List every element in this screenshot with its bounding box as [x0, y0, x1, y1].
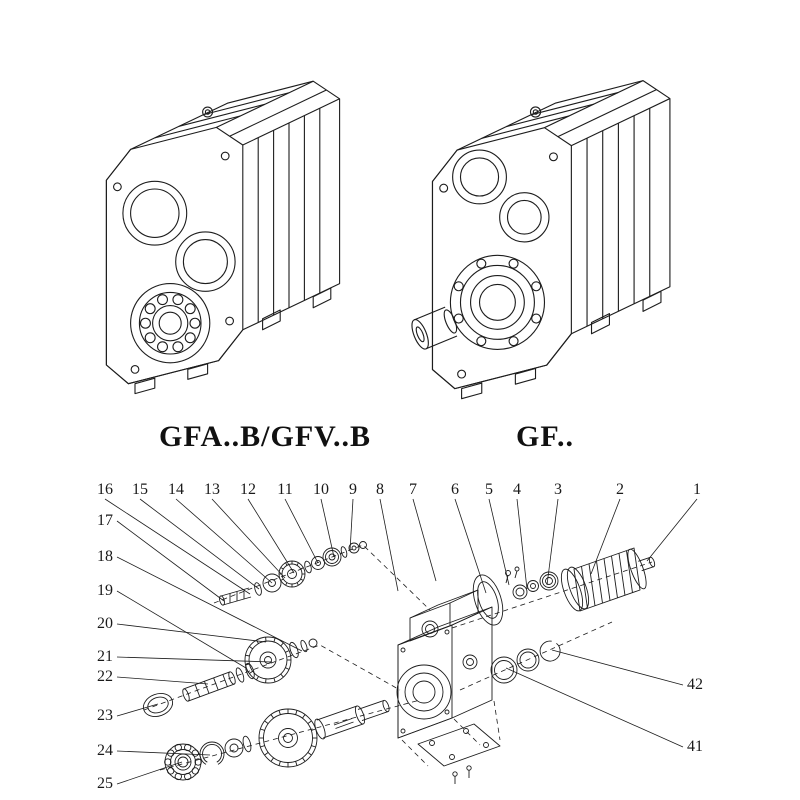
part-number-8: 8	[376, 481, 384, 498]
leader-line-17	[116, 520, 225, 602]
leader-line-3	[546, 498, 559, 586]
leader-line-12	[247, 498, 295, 574]
output-shaft-parts	[164, 699, 390, 781]
part-number-13: 13	[204, 481, 220, 498]
leader-line-25	[116, 761, 183, 785]
part-number-4: 4	[513, 481, 521, 498]
part-number-14: 14	[168, 481, 184, 498]
part-number-20: 20	[97, 615, 113, 632]
part-number-25: 25	[97, 775, 113, 792]
part-number-7: 7	[409, 481, 417, 498]
leader-line-21	[116, 656, 273, 663]
assembly-axes	[143, 544, 653, 771]
part-number-2: 2	[616, 481, 624, 498]
leader-line-10	[320, 498, 335, 558]
part-number-10: 10	[313, 481, 329, 498]
leader-line-24	[116, 750, 211, 756]
part-number-11: 11	[277, 481, 293, 498]
part-number-16: 16	[97, 481, 113, 498]
leader-line-14	[175, 498, 273, 584]
leader-line-1	[646, 498, 698, 562]
part-number-23: 23	[97, 707, 113, 724]
leader-line-23	[116, 703, 159, 717]
leader-line-9	[349, 498, 354, 552]
part-number-6: 6	[451, 481, 459, 498]
part-number-5: 5	[485, 481, 493, 498]
part-number-19: 19	[97, 582, 113, 599]
leader-line-18	[116, 556, 303, 652]
part-number-12: 12	[240, 481, 256, 498]
model-label-gfab: GFA..B/GFV..B	[159, 420, 371, 453]
figure-gfab-drawing	[105, 80, 341, 395]
figure-gf-drawing	[411, 80, 671, 400]
leader-line-19	[116, 590, 247, 669]
part-number-9: 9	[349, 481, 357, 498]
leader-line-11	[284, 498, 319, 564]
leader-line-5	[488, 498, 510, 586]
gear-housing	[396, 589, 493, 739]
leader-line-42	[551, 649, 684, 686]
leader-line-7	[412, 498, 437, 582]
callout-leader-lines	[104, 498, 698, 785]
part-number-21: 21	[97, 648, 113, 665]
exploded-diagram	[104, 498, 698, 785]
model-label-gf: GF..	[516, 420, 574, 453]
part-number-18: 18	[97, 548, 113, 565]
part-number-24: 24	[97, 742, 113, 759]
leader-line-2	[590, 498, 621, 575]
leader-line-8	[379, 498, 399, 592]
leader-line-22	[116, 676, 209, 685]
leader-line-6	[454, 498, 487, 594]
leader-line-15	[139, 498, 260, 590]
part-number-22: 22	[97, 668, 113, 685]
part-number-42: 42	[687, 676, 703, 693]
part-number-41: 41	[687, 738, 703, 755]
output-cover-rings	[490, 640, 561, 684]
leader-line-41	[505, 667, 684, 748]
input-shaft-parts	[219, 541, 367, 606]
leader-line-13	[211, 498, 286, 579]
part-number-17: 17	[97, 512, 113, 529]
cover-plate-parts	[417, 723, 501, 784]
leader-line-4	[516, 498, 528, 590]
motor-side-parts	[472, 547, 656, 626]
leader-line-16	[104, 498, 251, 595]
part-number-15: 15	[132, 481, 148, 498]
part-number-3: 3	[554, 481, 562, 498]
intermediate-gear-parts	[142, 636, 318, 717]
part-number-1: 1	[693, 481, 701, 498]
leader-line-20	[116, 623, 267, 643]
